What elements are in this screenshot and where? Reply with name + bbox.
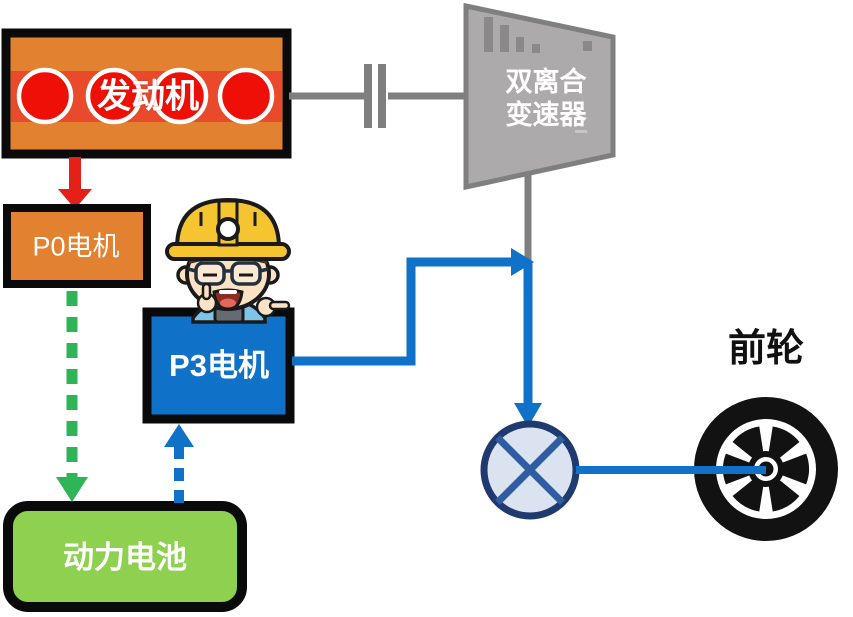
engine-to-p0-arrow	[58, 157, 92, 209]
transmission-housing	[463, 2, 616, 191]
headlamp-icon	[216, 217, 240, 241]
transmission-label-line1: 双离合	[505, 67, 587, 98]
p0-motor-box	[3, 204, 151, 288]
gear-bars-icon	[484, 17, 592, 133]
clutch-icon	[364, 64, 386, 128]
transmission-label-line2: 变速器	[505, 100, 587, 130]
battery-to-p3-blue-arrow	[164, 424, 194, 503]
p0-motor-label: P0电机	[32, 231, 120, 262]
battery-label: 动力电池	[63, 540, 187, 576]
right-hand	[255, 296, 291, 318]
engine-block	[1, 28, 292, 159]
front-wheel-label: 前轮	[727, 327, 805, 370]
left-hand	[196, 282, 218, 314]
p3-output-arrow	[292, 248, 534, 366]
differential-icon	[480, 420, 580, 520]
worker-mascot-icon	[165, 197, 291, 324]
p0-to-battery-green-arrow	[56, 291, 88, 502]
engine-cylinders-icon	[16, 67, 275, 125]
transmission-label: 双离合 变速器	[506, 66, 587, 132]
engine-output-shaft	[289, 64, 467, 128]
engine-label: 发动机	[97, 77, 199, 116]
p3-motor-label: P3电机	[169, 348, 269, 384]
battery-box	[3, 501, 247, 612]
transmission-to-differential-arrow	[514, 262, 542, 427]
